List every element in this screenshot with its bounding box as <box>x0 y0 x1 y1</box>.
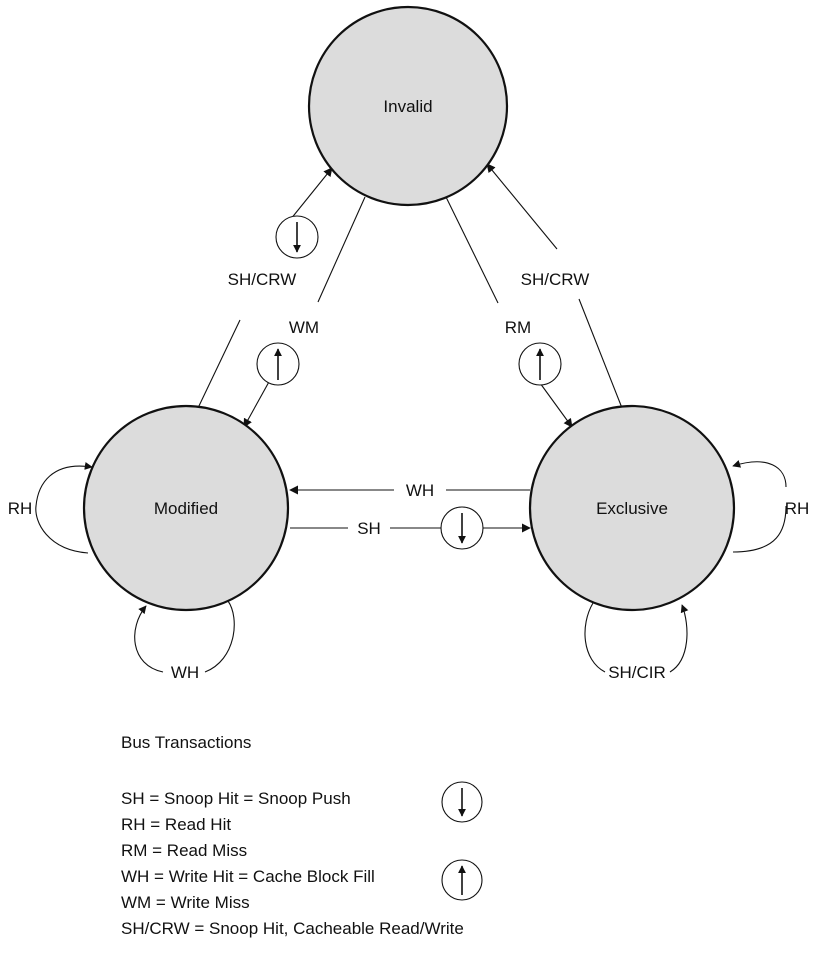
edge-labels: SH/CRW WM RM SH/CRW WH SH RH WH RH SH/CI… <box>8 270 810 682</box>
edge-modified-to-invalid <box>197 319 241 409</box>
label-exclusive-to-modified: WH <box>406 481 434 500</box>
down-arrow-icon <box>441 781 483 823</box>
label-modified-to-invalid: SH/CRW <box>228 270 297 289</box>
transition-edges <box>197 163 623 533</box>
label-exclusive-self-right: RH <box>785 499 810 518</box>
label-invalid-to-exclusive: RM <box>505 318 531 337</box>
label-invalid-to-modified: WM <box>289 318 319 337</box>
label-exclusive-to-invalid: SH/CRW <box>521 270 590 289</box>
legend-item-shcrw: SH/CRW = Snoop Hit, Cacheable Read/Write <box>121 919 464 938</box>
state-invalid: Invalid <box>307 5 509 207</box>
edge-invalid-to-modified <box>243 379 271 428</box>
down-arrow-icon <box>275 215 319 259</box>
state-modified: Modified <box>82 404 290 612</box>
edge-icons <box>256 215 562 550</box>
state-label-modified: Modified <box>154 499 218 518</box>
legend: Bus Transactions SH = Snoop Hit = Snoop … <box>121 733 483 938</box>
edge-invalid-to-exclusive <box>539 382 573 428</box>
legend-item-wm: WM = Write Miss <box>121 893 250 912</box>
legend-item-wh: WH = Write Hit = Cache Block Fill <box>121 867 375 886</box>
state-label-invalid: Invalid <box>383 97 432 116</box>
edge-exclusive-to-invalid <box>578 298 623 409</box>
label-modified-self-left: RH <box>8 499 33 518</box>
up-arrow-icon <box>518 342 562 386</box>
label-modified-to-exclusive: SH <box>357 519 381 538</box>
edge-exclusive-to-invalid-upper <box>486 163 558 250</box>
self-loops <box>35 461 787 673</box>
loop-exclusive-read-hit <box>733 462 787 553</box>
edge-invalid-to-modified-upper <box>317 196 366 303</box>
label-exclusive-self-bottom: SH/CIR <box>608 663 666 682</box>
state-label-exclusive: Exclusive <box>596 499 668 518</box>
loop-modified-write-hit <box>134 601 235 673</box>
edge-invalid-to-exclusive-upper <box>445 196 499 304</box>
loop-modified-read-hit <box>35 461 93 554</box>
label-modified-self-bottom: WH <box>171 663 199 682</box>
legend-item-rh: RH = Read Hit <box>121 815 231 834</box>
loop-exclusive-snoop-hit-cir <box>584 603 687 673</box>
state-exclusive: Exclusive <box>528 404 736 612</box>
legend-item-rm: RM = Read Miss <box>121 841 247 860</box>
down-arrow-icon <box>440 506 484 550</box>
legend-title: Bus Transactions <box>121 733 251 752</box>
edge-modified-to-invalid-upper <box>285 167 333 226</box>
legend-item-sh: SH = Snoop Hit = Snoop Push <box>121 789 351 808</box>
up-arrow-icon <box>441 859 483 901</box>
up-arrow-icon <box>256 342 300 386</box>
